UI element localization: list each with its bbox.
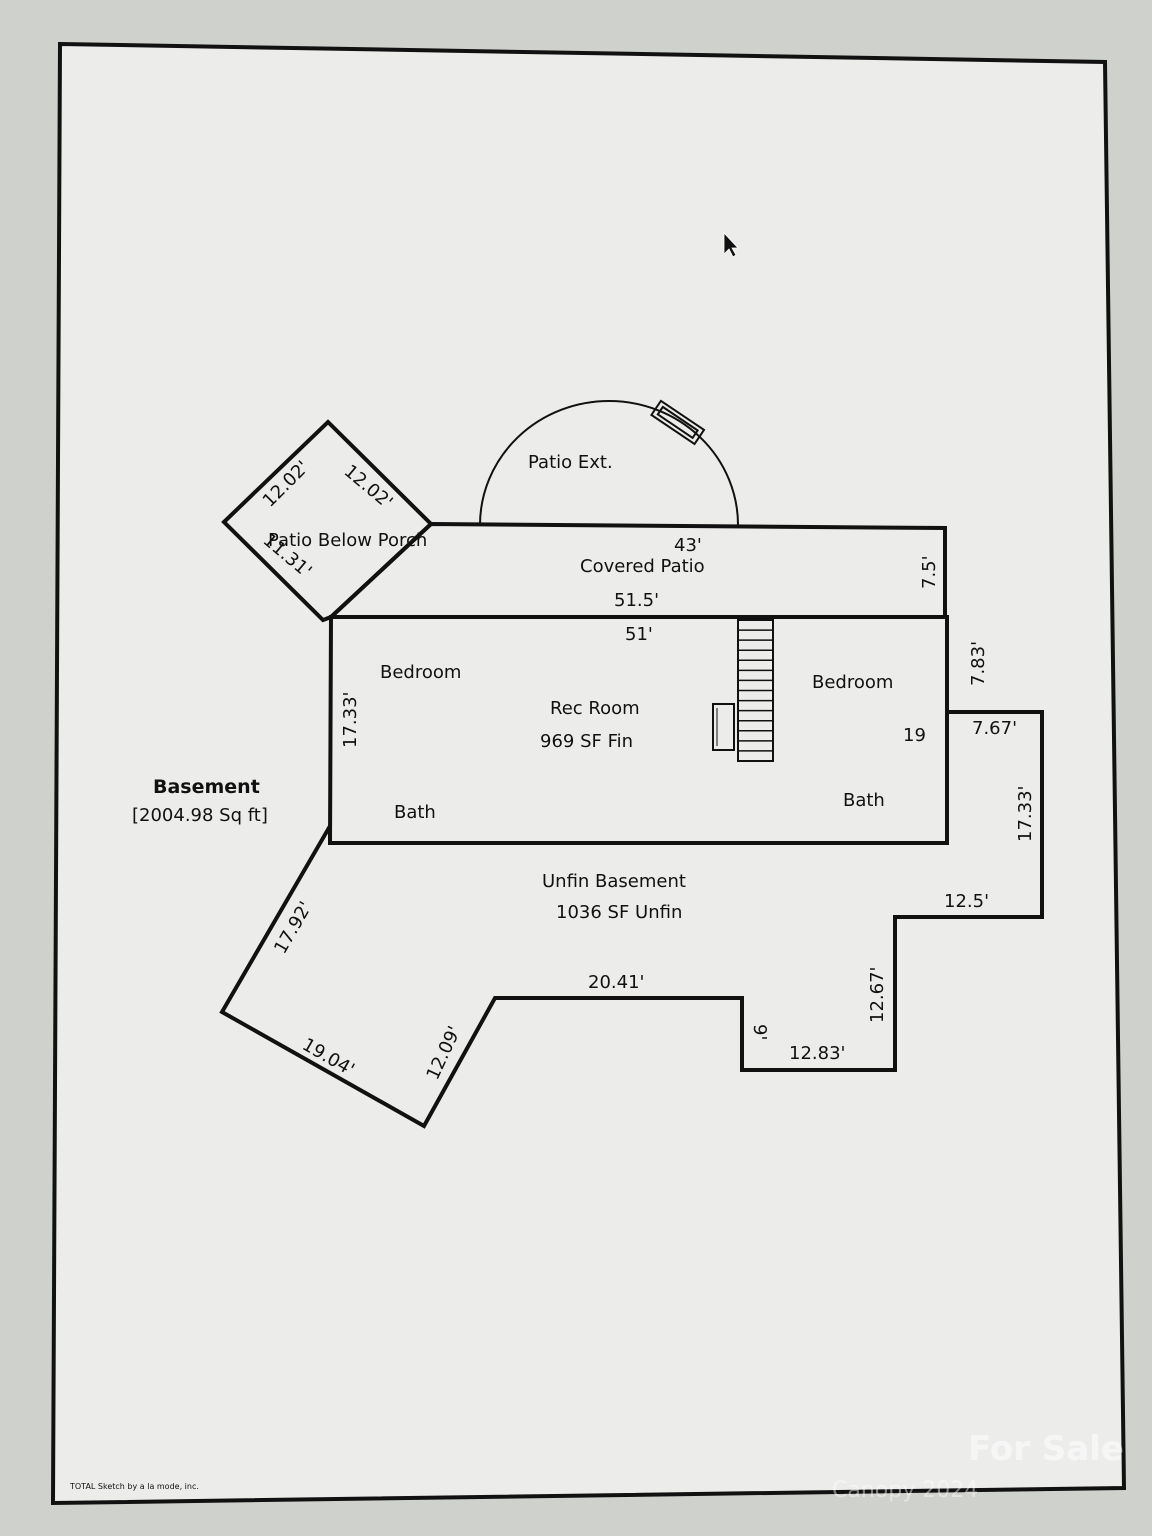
- unfin-area-label: 1036 SF Unfin: [556, 902, 682, 923]
- dim-125: 12.5': [944, 891, 989, 912]
- watermark-line1: For Sale: [968, 1429, 1124, 1469]
- credit-text: TOTAL Sketch by a la mode, inc.: [69, 1482, 199, 1491]
- grill-icon: [650, 399, 706, 446]
- unfin-basement-label: Unfin Basement: [542, 871, 686, 892]
- bedroom-left-label: Bedroom: [380, 662, 461, 683]
- bath-right-label: Bath: [843, 790, 885, 811]
- dim-1267: 12.67': [867, 967, 888, 1023]
- watermark-line2: Canopy 2024: [832, 1478, 978, 1503]
- dim-step-767: 7.67': [972, 718, 1017, 739]
- patio-below-porch-label: Patio Below Porch: [268, 530, 427, 551]
- dim-2041: 20.41': [588, 972, 644, 993]
- bedroom-right-label: Bedroom: [812, 672, 893, 693]
- floor-area: [2004.98 Sq ft]: [132, 805, 268, 826]
- dim-rec-left: 17.33': [340, 692, 361, 748]
- fireplace-icon: [712, 703, 735, 751]
- rec-room-area-label: 969 SF Fin: [540, 731, 633, 752]
- covered-patio-label: Covered Patio: [580, 556, 705, 577]
- bath-left-label: Bath: [394, 802, 436, 823]
- dim-rec-top: 51': [625, 624, 653, 645]
- dim-patio-bottom: 51.5': [614, 590, 659, 611]
- dim-19: 19: [903, 725, 926, 746]
- dim-9: 9': [749, 1024, 770, 1040]
- mouse-cursor-icon: [723, 231, 739, 258]
- dim-1283: 12.83': [789, 1043, 845, 1064]
- unfin-basement-outline: [219, 710, 1044, 1129]
- dim-patio-top: 43': [674, 535, 702, 556]
- dim-right-1733: 17.33': [1015, 786, 1036, 842]
- patio-ext-outline: [479, 400, 739, 526]
- paper-sheet: [50, 41, 1127, 1506]
- patio-ext-label: Patio Ext.: [528, 452, 613, 473]
- rec-room-label: Rec Room: [550, 698, 640, 719]
- dim-patio-side: 7.5': [919, 555, 940, 589]
- floor-title: Basement: [153, 776, 260, 798]
- dim-step-783: 7.83': [968, 641, 989, 686]
- stairs-icon: [737, 619, 774, 762]
